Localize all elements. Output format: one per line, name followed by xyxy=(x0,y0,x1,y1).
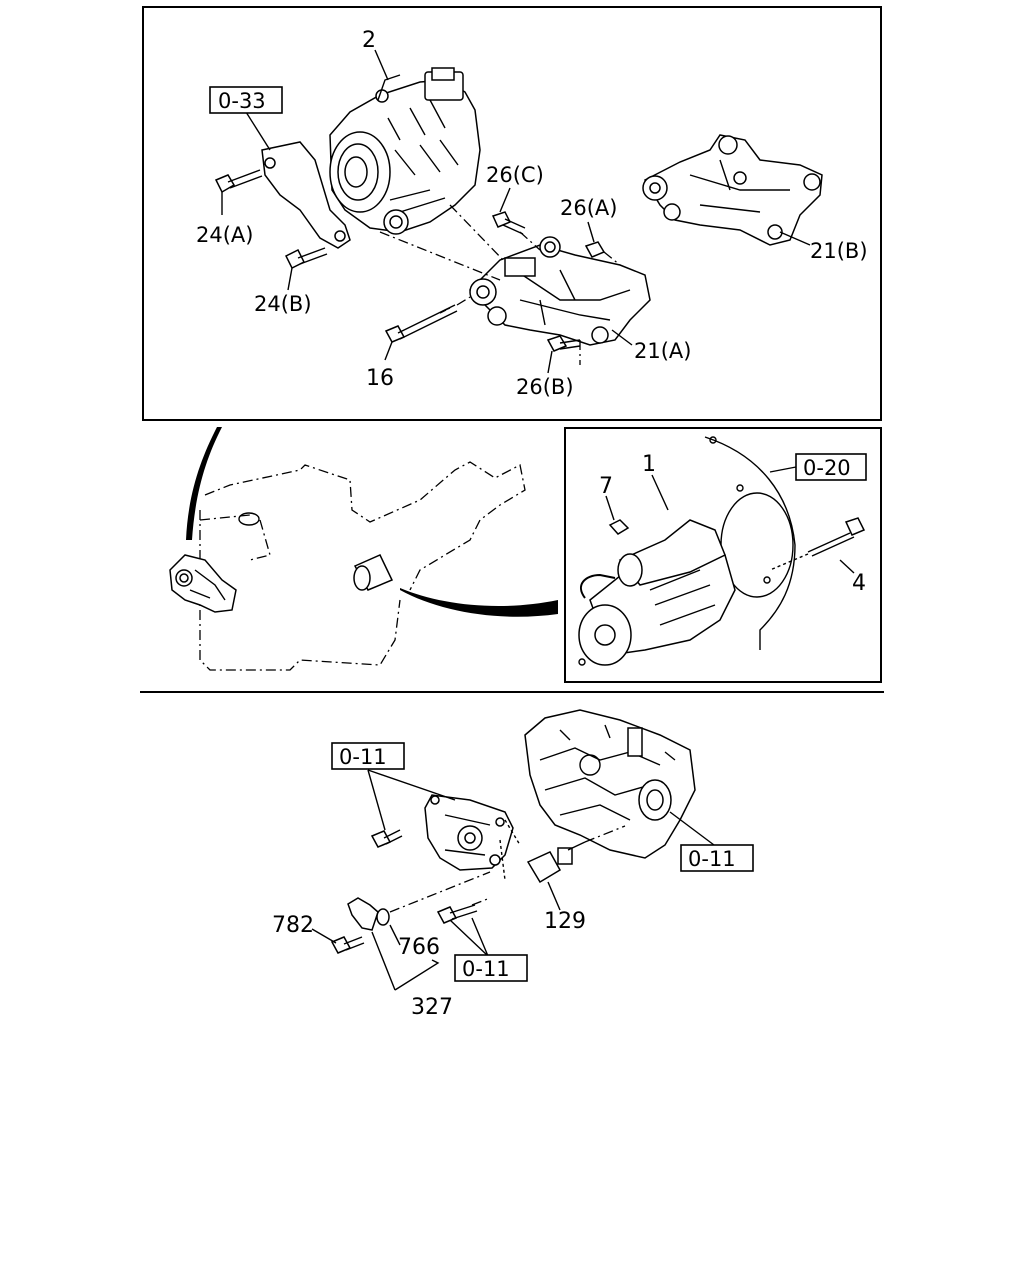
cylinder-head-illustration xyxy=(524,709,696,859)
label-part-4: 4 xyxy=(852,571,866,596)
label-part-21a: 21(A) xyxy=(634,339,691,363)
cover-plate-illustration xyxy=(424,794,514,871)
bolt-26b-illustration xyxy=(546,335,581,352)
engine-pump-cluster xyxy=(169,554,237,613)
ref-box-0-33 xyxy=(209,86,283,114)
label-ref-0-11-top: 0-11 xyxy=(339,745,387,769)
label-part-21b: 21(B) xyxy=(810,239,868,263)
starter-motor-illustration xyxy=(578,519,736,666)
label-part-766: 766 xyxy=(398,935,440,960)
pointer-arrow-top xyxy=(186,427,222,540)
bracket-21a-illustration xyxy=(468,236,651,346)
label-part-26a: 26(A) xyxy=(560,196,617,220)
label-part-2: 2 xyxy=(362,28,376,53)
starter-panel-frame xyxy=(564,427,882,683)
bolt-4-illustration xyxy=(769,517,866,571)
ref-box-0-20 xyxy=(795,453,867,481)
engine-overview xyxy=(169,427,558,671)
bracket-21b-illustration xyxy=(642,134,823,246)
label-part-26c: 26(C) xyxy=(486,163,544,187)
o-ring-766-illustration xyxy=(376,908,390,926)
label-part-129: 129 xyxy=(544,909,586,934)
label-part-24a: 24(A) xyxy=(196,223,253,247)
label-ref-0-33: 0-33 xyxy=(218,89,266,113)
label-ref-0-20: 0-20 xyxy=(803,456,851,480)
bolt-26c-illustration xyxy=(491,211,526,235)
starter-panel: 1 7 0-20 4 xyxy=(564,427,882,683)
label-part-782: 782 xyxy=(272,913,314,938)
alternator-panel: 2 0-33 24(A) 24(B) 26(C) 26(A) 21(B) 21(… xyxy=(142,6,882,421)
bolt-24b-illustration xyxy=(284,247,328,270)
nut-7-illustration xyxy=(608,519,630,535)
bolt-782-illustration xyxy=(330,936,365,954)
bolt-16-illustration xyxy=(384,304,458,343)
label-part-7: 7 xyxy=(599,474,613,499)
bolt-lower-illustration xyxy=(436,904,478,924)
ref-box-0-11-top xyxy=(331,742,405,770)
sensor-129-illustration xyxy=(526,841,586,884)
bolt-24a-illustration xyxy=(214,169,263,194)
sensor-327-illustration xyxy=(347,897,379,931)
label-part-26b: 26(B) xyxy=(516,375,574,399)
alternator-panel-frame xyxy=(142,6,882,421)
bolt-26a-illustration xyxy=(584,241,606,258)
label-part-16: 16 xyxy=(366,366,394,391)
label-ref-0-11-bottom: 0-11 xyxy=(462,957,510,981)
label-part-327: 327 xyxy=(411,995,453,1020)
bolt-upper-illustration xyxy=(370,829,403,848)
alternator-illustration xyxy=(329,67,481,235)
ref-box-0-11-right xyxy=(680,844,754,872)
label-part-24b: 24(B) xyxy=(254,292,312,316)
sensor-panel: 0-11 0-11 0-11 782 766 327 129 xyxy=(272,709,754,1020)
alternator-adjust-plate xyxy=(261,141,351,249)
pointer-arrow-starter xyxy=(400,588,558,617)
label-ref-0-11-right: 0-11 xyxy=(688,847,736,871)
ref-box-0-11-bottom xyxy=(454,954,528,982)
label-part-1: 1 xyxy=(642,452,656,477)
